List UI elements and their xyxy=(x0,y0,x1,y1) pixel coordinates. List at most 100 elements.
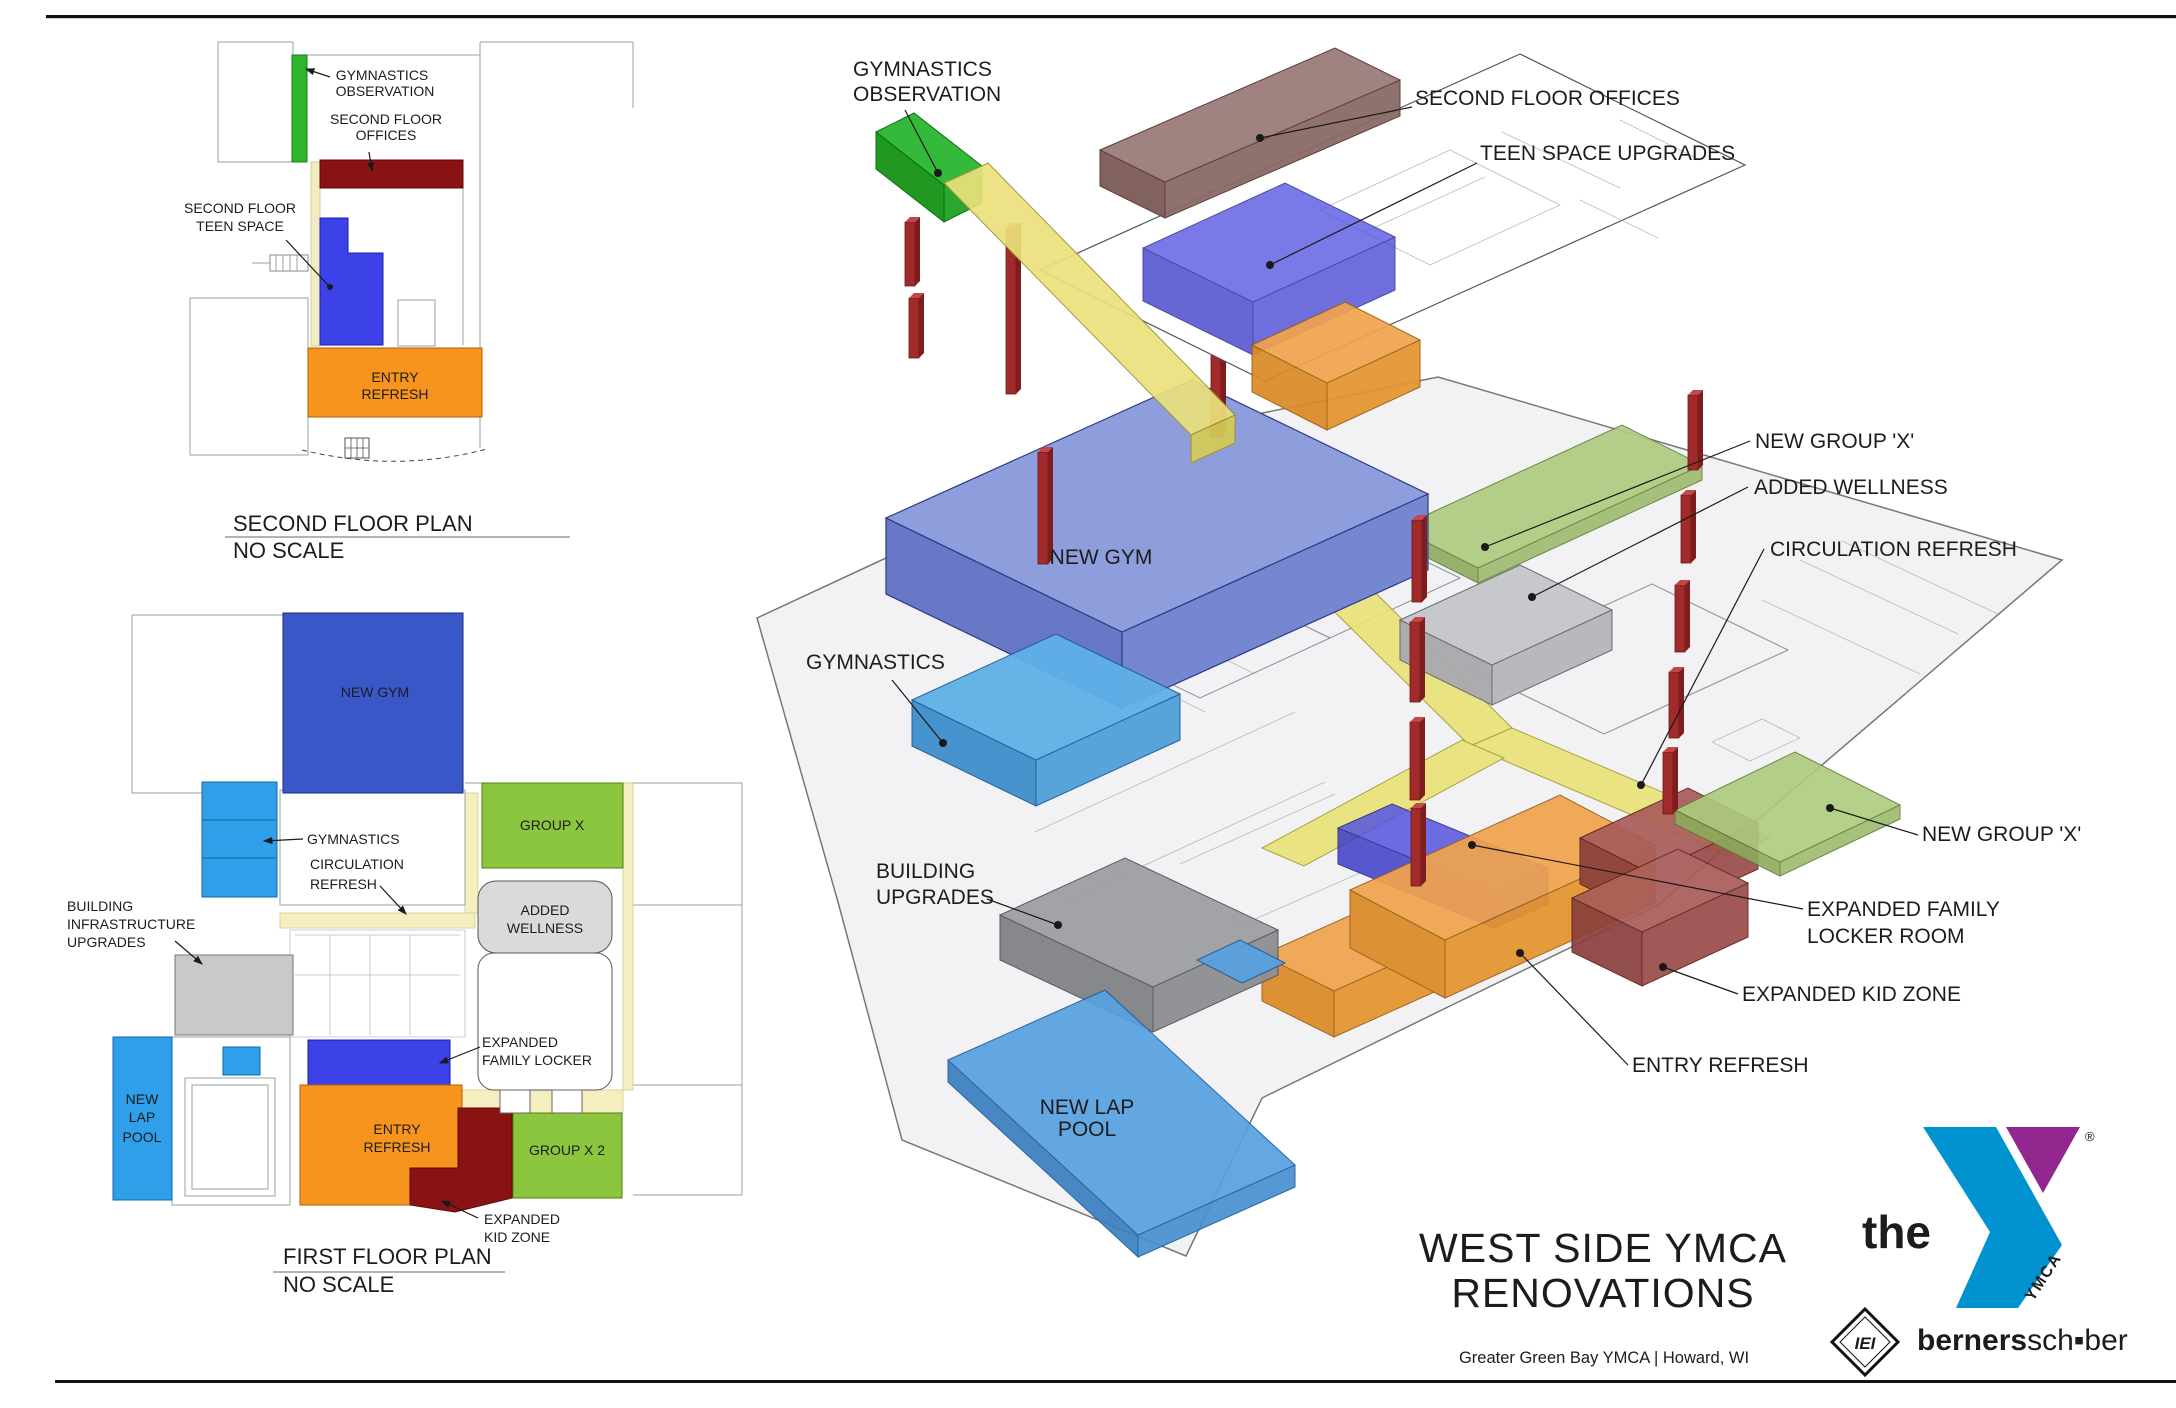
axon-wellness-label: ADDED WELLNESS xyxy=(1754,476,1948,499)
plan2-teen-label-1: SECOND FLOOR xyxy=(184,200,296,216)
plan1-title: FIRST FLOOR PLAN xyxy=(283,1244,492,1269)
plan1-circulation-label-1: CIRCULATION xyxy=(310,856,404,872)
ymca-logo: the YMCA ® xyxy=(1862,1127,2095,1308)
plan1-family-locker-zone xyxy=(307,1039,451,1086)
ymca-purple-triangle-icon xyxy=(2006,1127,2080,1193)
plan1-locker-leader xyxy=(438,1046,481,1064)
plan1-small-pool-zone xyxy=(222,1046,261,1076)
plan1-gymnastics-zone xyxy=(201,781,278,898)
iei-diamond-icon xyxy=(1829,1306,1901,1378)
plan1-new-lap-pool-zone xyxy=(112,1036,173,1201)
plan1-lap-pool-label-1: NEW xyxy=(126,1091,159,1107)
firm-name-mid: sch xyxy=(2027,1324,2074,1357)
plan1-infrastructure-label-1: BUILDING xyxy=(67,898,133,914)
second-floor-plan: GYMNASTICS OBSERVATION SECOND FLOOR OFFI… xyxy=(184,41,634,563)
iei-logo-text: IEI xyxy=(1855,1334,1877,1353)
plan1-circulation-leader xyxy=(379,885,407,915)
plan2-offices-label-1: SECOND FLOOR xyxy=(330,111,442,127)
plan2-teen-label-2: TEEN SPACE xyxy=(196,218,284,234)
iei-diamond-inner-icon xyxy=(1839,1316,1891,1368)
new-group-x2-plate-3d xyxy=(1673,751,1902,877)
plan1-infrastructure-zone xyxy=(174,954,294,1036)
plan1-gymnastics-label: GYMNASTICS xyxy=(307,831,400,847)
axon-building-label-1: BUILDING xyxy=(876,860,975,883)
plan1-lap-pool-label-3: POOL xyxy=(123,1129,162,1145)
plan1-new-gym-zone xyxy=(282,612,464,794)
plan1-locker-label-1: EXPANDED xyxy=(482,1034,558,1050)
axon-gym-obs-label-2: OBSERVATION xyxy=(853,83,1001,106)
plan1-kid-zone-leader xyxy=(440,1200,479,1219)
axon-family-locker-label-2: LOCKER ROOM xyxy=(1807,925,1965,948)
entry-refresh-3d xyxy=(1260,794,1657,1038)
axon-gymnastics-label: GYMNASTICS xyxy=(806,651,945,674)
sheet-top-border xyxy=(46,15,2176,19)
plan1-infrastructure-label-2: INFRASTRUCTURE xyxy=(67,916,195,932)
plan2-entry-refresh-zone xyxy=(307,347,483,418)
firm-name-bold: berners xyxy=(1917,1324,2027,1357)
plan1-entrance-door-1 xyxy=(499,1089,531,1114)
plan2-teen-leader-dot xyxy=(327,284,333,290)
teen-space-3d xyxy=(1141,182,1397,356)
plan1-locker-suite-outline xyxy=(477,952,613,1091)
plan2-teen-space-zone xyxy=(319,217,384,346)
exploded-axonometric: GYMNASTICS OBSERVATION SECOND FLOOR OFFI… xyxy=(756,47,2081,1259)
plan1-entrance-door-2 xyxy=(551,1089,583,1114)
plan1-infrastructure-leader xyxy=(174,940,203,965)
axon-gym-obs-label-1: GYMNASTICS xyxy=(853,58,992,81)
axon-lap-pool-label-2: POOL xyxy=(1058,1118,1116,1141)
plan1-scale-note: NO SCALE xyxy=(283,1272,394,1297)
small-pool-3d xyxy=(1195,939,1287,984)
plan1-locker-label-2: FAMILY LOCKER xyxy=(482,1052,592,1068)
firm-name-tail: ber xyxy=(2084,1324,2127,1357)
second-floor-offices-3d xyxy=(1098,47,1402,219)
axon-new-gym-label: NEW GYM xyxy=(1050,546,1153,569)
registered-mark: ® xyxy=(2085,1129,2095,1144)
plan2-offices-zone xyxy=(319,159,464,189)
axon-offices-label: SECOND FLOOR OFFICES xyxy=(1415,87,1680,110)
plan1-kid-zone-label-1: EXPANDED xyxy=(484,1211,560,1227)
plan2-gym-obs-label-1: GYMNASTICS xyxy=(336,67,429,83)
plan2-entry-label-2: REFRESH xyxy=(362,386,429,402)
circulation-corridor-2f-3d xyxy=(943,162,1236,464)
plan1-kid-zone xyxy=(409,1107,513,1213)
plan2-canopy-dashed-line xyxy=(301,448,488,462)
plan2-offices-leader xyxy=(367,151,375,173)
plan1-wellness-label-1: ADDED xyxy=(520,902,569,918)
plan2-entry-label-1: ENTRY xyxy=(371,369,419,385)
plan2-stair-detail xyxy=(252,254,309,272)
plan1-kid-zone-label-2: KID ZONE xyxy=(484,1229,550,1245)
plan1-group-x2-label: GROUP X 2 xyxy=(529,1142,605,1158)
plan1-group-x2-zone xyxy=(512,1112,623,1199)
bernersschober-logo-text: bernerssch▪ber xyxy=(1917,1324,2128,1357)
axon-family-locker-label-1: EXPANDED FAMILY xyxy=(1807,898,2000,921)
sheet-title-line-1: WEST SIDE YMCA xyxy=(1419,1225,1787,1271)
plan1-infrastructure-label-3: UPGRADES xyxy=(67,934,146,950)
axon-building-label-2: UPGRADES xyxy=(876,886,994,909)
title-block: WEST SIDE YMCA RENOVATIONS Greater Green… xyxy=(1419,1225,1787,1367)
axon-lap-pool-label-1: NEW LAP xyxy=(1040,1096,1135,1119)
axon-new-group-x-label-a: NEW GROUP 'X' xyxy=(1755,430,1914,453)
axon-circulation-label: CIRCULATION REFRESH xyxy=(1770,538,2017,561)
plan1-wellness-label-2: WELLNESS xyxy=(507,920,583,936)
plan1-existing-pool-inner xyxy=(191,1084,269,1190)
plan1-group-x-zone xyxy=(481,782,624,869)
plan2-vestibule-detail xyxy=(344,437,370,459)
plan1-gymnastics-leader xyxy=(262,836,304,845)
plan2-offices-label-2: OFFICES xyxy=(356,127,417,143)
firm-name-square-icon: ▪ xyxy=(2074,1324,2085,1357)
axon-entry-label: ENTRY REFRESH xyxy=(1632,1054,1809,1077)
second-floor-plate-texture xyxy=(1319,119,1701,266)
sheet-bottom-border xyxy=(55,1380,2176,1383)
plan1-existing-pool-outline xyxy=(184,1077,276,1197)
plan2-scale-note: NO SCALE xyxy=(233,538,344,563)
plan1-lap-pool-label-2: LAP xyxy=(129,1109,155,1125)
plan2-gym-obs-leader xyxy=(304,68,331,78)
plan1-new-gym-label: NEW GYM xyxy=(341,684,409,700)
gymnastics-3d xyxy=(910,633,1182,807)
plan2-gym-observation-zone xyxy=(291,54,308,163)
axon-teen-label: TEEN SPACE UPGRADES xyxy=(1480,142,1735,165)
ymca-y-chevron-icon xyxy=(1923,1127,2062,1308)
plan2-teen-leader xyxy=(285,239,329,286)
